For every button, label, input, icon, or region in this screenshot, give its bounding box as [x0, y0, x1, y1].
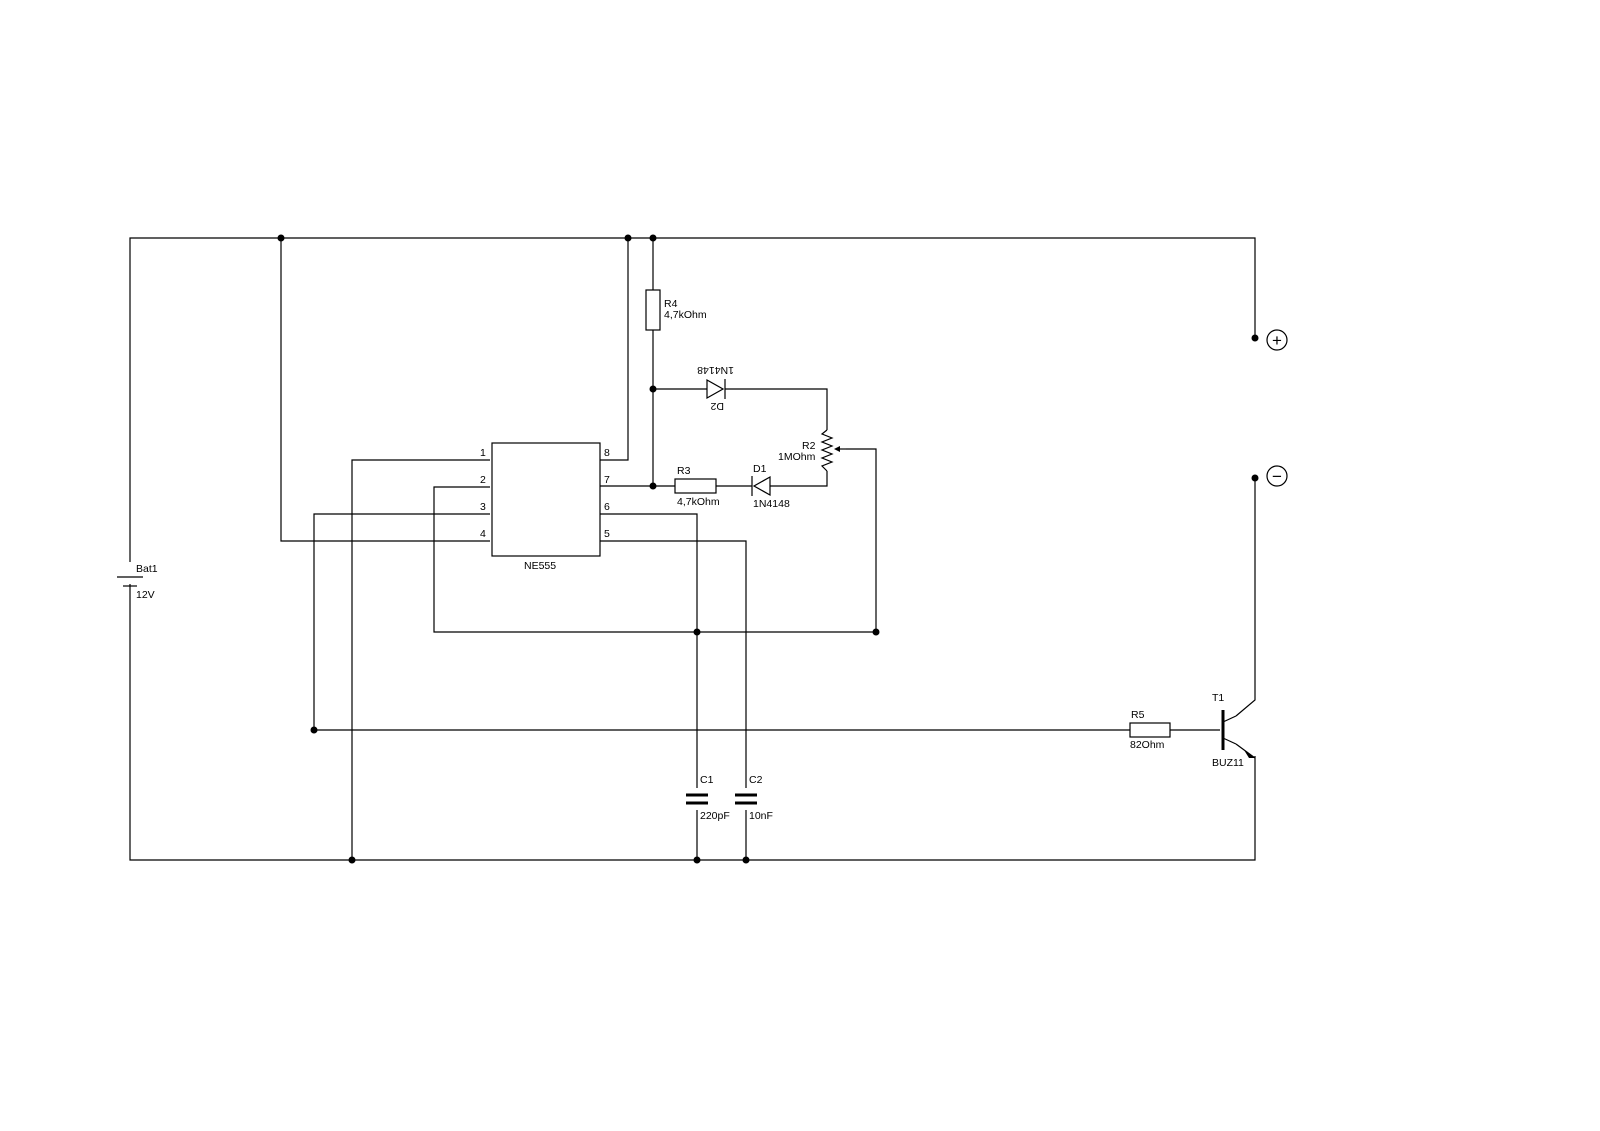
output-wire	[313, 513, 1130, 731]
source-wire	[1235, 743, 1256, 759]
ic-pin-5: 5	[604, 528, 610, 540]
d2-ref-label: D2	[710, 400, 724, 412]
ic-pin-6: 6	[604, 501, 610, 513]
ne555-ic: NE555 1 2 3 4 5 6 7 8	[480, 442, 610, 572]
resistor-r3: R3 4,7kOhm	[674, 465, 720, 508]
d1-ref-label: D1	[753, 463, 767, 475]
ground-wire	[351, 459, 490, 860]
r4-value-label: 4,7kOhm	[664, 309, 707, 321]
r5-ref-label: R5	[1131, 709, 1145, 721]
negative-terminal-circle	[1266, 465, 1288, 487]
negative-terminal-symbol: −	[1272, 467, 1282, 486]
r5-value-label: 82Ohm	[1130, 739, 1165, 751]
t1-drain-lead	[1222, 715, 1237, 723]
t1-ref-label: T1	[1212, 692, 1224, 704]
top-rail-wire	[129, 237, 1256, 562]
c1-ref-label: C1	[700, 774, 714, 786]
junction-dot	[649, 234, 657, 242]
d1-r2-wire	[770, 471, 828, 487]
r5-body	[1129, 722, 1171, 738]
ic-pin-8: 8	[604, 447, 610, 459]
d2-triangle	[706, 378, 725, 400]
r4-ref-label: R4	[664, 298, 678, 310]
r3-ref-label: R3	[677, 465, 691, 477]
r2-value-label: 1MOhm	[778, 451, 816, 463]
junction-dot	[693, 628, 701, 636]
transistor-t1: T1 BUZ11	[1212, 692, 1255, 769]
junction-dot	[348, 856, 356, 864]
r2-zigzag	[820, 429, 834, 472]
ic-pin-2: 2	[480, 474, 486, 486]
r4-body	[645, 289, 661, 331]
capacitor-c1: C1 220pF	[686, 774, 730, 822]
drain-wire	[1235, 478, 1256, 717]
d1-value-label: 1N4148	[753, 498, 790, 510]
c2-value-label: 10nF	[749, 810, 773, 822]
diode-d1: D1 1N4148	[751, 463, 790, 510]
ic-pin-4: 4	[480, 528, 486, 540]
pin6-wire	[600, 513, 698, 788]
junction-dot	[693, 856, 701, 864]
battery-ref-label: Bat1	[136, 563, 158, 575]
pin5-wire	[600, 540, 747, 788]
diode-d2: 1N4148 D2	[697, 364, 734, 412]
t1-source-lead	[1222, 737, 1237, 745]
terminal-positive-dot	[1251, 334, 1259, 342]
wires	[129, 237, 1256, 861]
c1-value-label: 220pF	[700, 810, 730, 822]
r3-value-label: 4,7kOhm	[677, 496, 720, 508]
junctions	[277, 234, 1259, 864]
ic-pin-7: 7	[604, 474, 610, 486]
terminal-negative: −	[1266, 465, 1288, 487]
terminal-positive: +	[1266, 329, 1288, 351]
junction-dot	[742, 856, 750, 864]
positive-terminal-circle	[1266, 329, 1288, 351]
r3-body	[674, 478, 717, 494]
vcc-wire	[600, 238, 629, 461]
junction-dot	[624, 234, 632, 242]
junction-dot	[310, 726, 318, 734]
t1-arrow	[1244, 750, 1255, 758]
c2-ref-label: C2	[749, 774, 763, 786]
d1-triangle	[752, 475, 771, 497]
r2-ref-label: R2	[802, 440, 816, 452]
junction-dot	[649, 482, 657, 490]
resistor-r4: R4 4,7kOhm	[645, 289, 707, 331]
ic-pin-1: 1	[480, 447, 486, 459]
battery-value-label: 12V	[136, 589, 155, 601]
reset-wire	[280, 238, 490, 542]
positive-terminal-symbol: +	[1272, 331, 1282, 350]
ic-pin-3: 3	[480, 501, 486, 513]
battery-bat1: Bat1 12V	[117, 563, 158, 601]
wiper-wire	[846, 448, 877, 632]
potentiometer-r2: R2 1MOhm	[778, 429, 846, 472]
bottom-rail-wire	[129, 584, 1256, 861]
trigger-wire	[433, 486, 876, 633]
junction-dot	[649, 385, 657, 393]
junction-dot	[277, 234, 285, 242]
t1-value-label: BUZ11	[1212, 757, 1244, 769]
ic-body	[491, 442, 601, 557]
ic-name-label: NE555	[524, 560, 556, 572]
capacitor-c2: C2 10nF	[735, 774, 773, 822]
d2-value-label: 1N4148	[697, 364, 734, 376]
d2-right-wire	[725, 388, 828, 430]
terminal-negative-dot	[1251, 474, 1259, 482]
resistor-r5: R5 82Ohm	[1129, 709, 1171, 751]
r2-wiper-arrow	[834, 446, 840, 452]
junction-dot	[872, 628, 880, 636]
